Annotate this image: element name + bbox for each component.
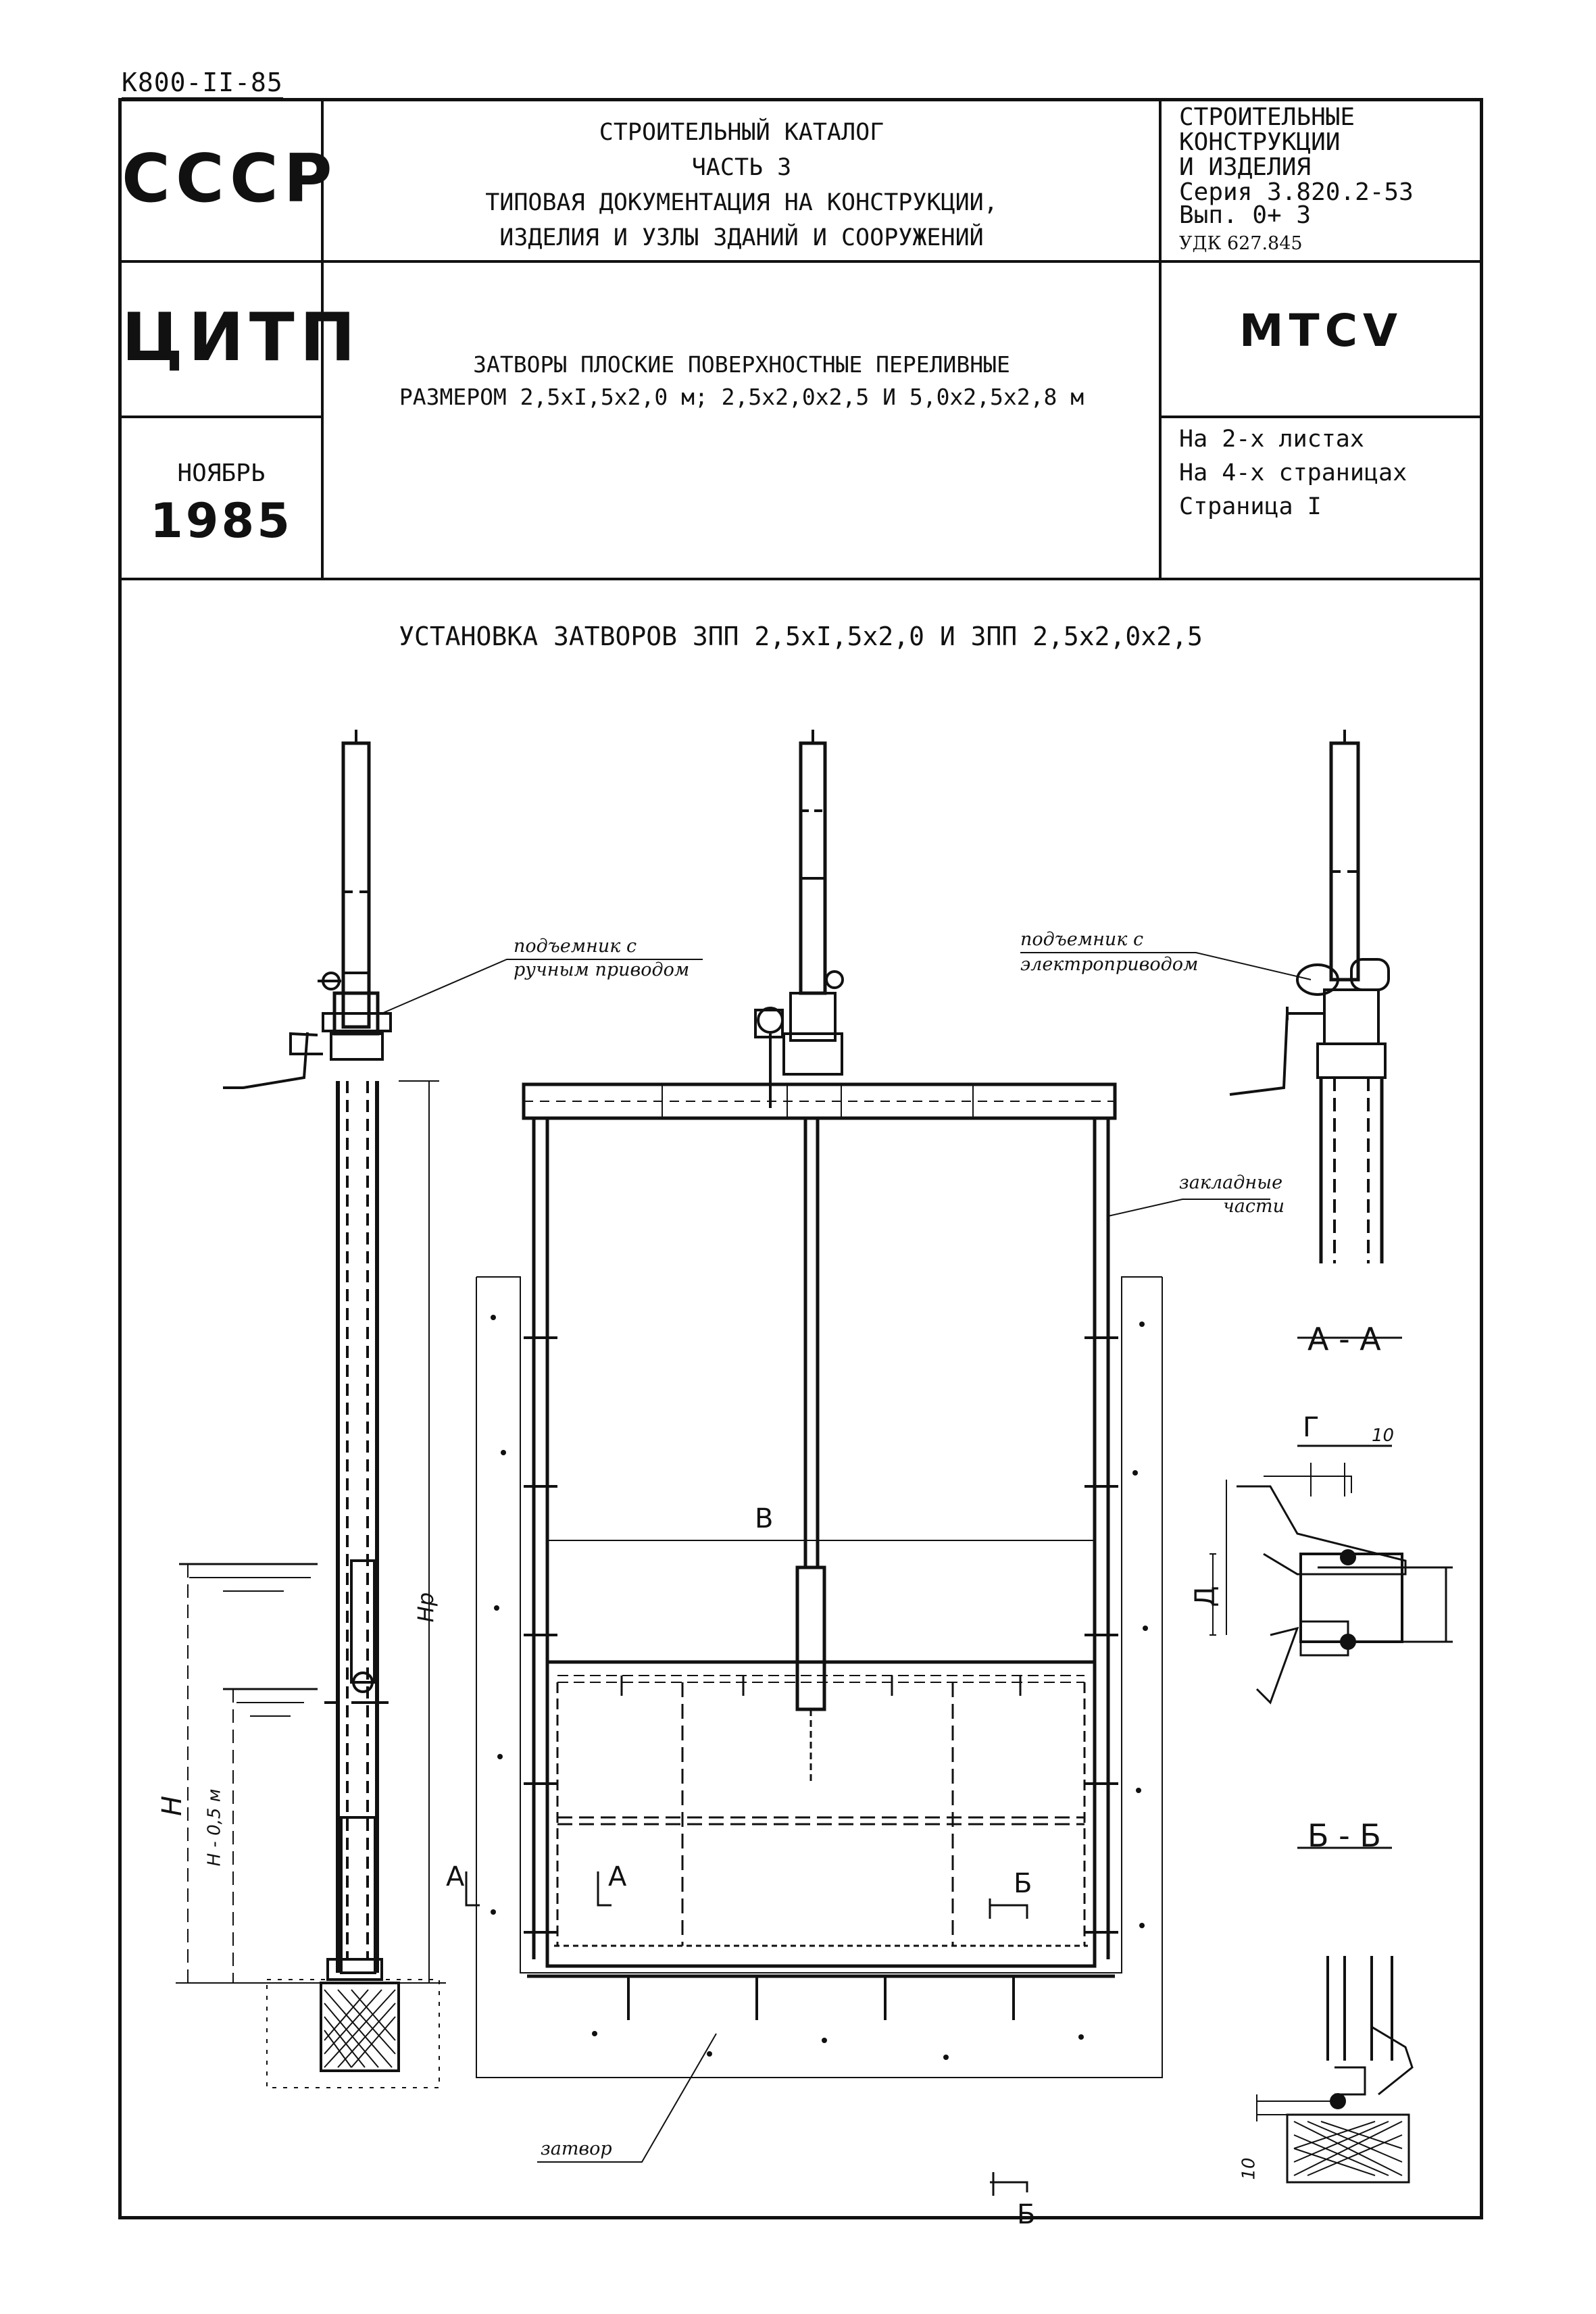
manual-lifter-label-2: ручным приводом [514, 959, 690, 980]
udk-label: УДК 627.845 [1179, 233, 1303, 254]
cut-b-upper: Б [1014, 1868, 1032, 1899]
sheets-label: На 2-х листах [1179, 426, 1364, 453]
cut-a-left: А [446, 1861, 465, 1892]
header-divider-2 [122, 416, 321, 418]
ussr-label: СССР [122, 141, 338, 218]
gate-label: затвор [541, 2138, 612, 2159]
pages-label: На 4-х страницах [1179, 459, 1407, 486]
height-h05-label: H - 0,5 м [204, 1788, 225, 1867]
month-label: НОЯБРЬ [177, 459, 266, 487]
cut-b-lower: Б [1017, 2199, 1036, 2230]
header-col-1 [321, 101, 324, 578]
catalog-block: СТРОИТЕЛЬНЫЙ КАТАЛОГ ЧАСТЬ 3 ТИПОВАЯ ДОК… [485, 119, 998, 251]
cut-a-right: А [608, 1861, 627, 1892]
front-view [465, 730, 1163, 2196]
dim-10-top: 10 [1372, 1426, 1395, 1446]
dim-d-label: Д [1189, 1586, 1221, 1607]
embedded-parts-label-1: закладные [1179, 1172, 1283, 1193]
header-divider-1 [122, 260, 1480, 263]
section-aa-title: А - А [1307, 1321, 1381, 1357]
height-hp-label: Hp [413, 1592, 439, 1623]
year-label: 1985 [150, 493, 293, 549]
title-line-1: ЗАТВОРЫ ПЛОСКИЕ ПОВЕРХНОСТНЫЕ ПЕРЕЛИВНЫЕ [473, 351, 1010, 378]
title-line-2: РАЗМЕРОМ 2,5xI,5x2,0 м; 2,5x2,0x2,5 И 5,… [399, 384, 1084, 410]
drawing-title: УСТАНОВКА ЗАТВОРОВ ЗПП 2,5xI,5x2,0 И ЗПП… [399, 622, 1203, 651]
manual-lifter-label-1: подъемник с [514, 936, 637, 957]
side-view-right [1229, 730, 1402, 1339]
section-bb-title: Б - Б [1307, 1817, 1381, 1854]
header-col-2 [1159, 101, 1162, 578]
electric-lifter-label-2: электроприводом [1020, 954, 1199, 975]
height-h-label: H [157, 1795, 189, 1817]
header-divider-3 [1159, 416, 1480, 418]
series-block: СТРОИТЕЛЬНЫЕ КОНСТРУКЦИИ И ИЗДЕЛИЯ Серия… [1179, 103, 1414, 206]
dim-g-label: Г [1303, 1412, 1320, 1443]
side-view-left [176, 730, 446, 2088]
citp-label: ЦИТП [122, 299, 361, 376]
section-aa [1210, 1444, 1453, 1705]
electric-lifter-label-1: подъемник с [1020, 929, 1144, 950]
header-bottom [122, 578, 1480, 580]
page-label: Страница I [1179, 493, 1322, 520]
width-b-label: B [755, 1503, 774, 1534]
dim-10-bottom: 10 [1239, 2157, 1260, 2180]
drawing-frame: СССР ЦИТП НОЯБРЬ 1985 СТРОИТЕЛЬНЫЙ КАТАЛ… [118, 98, 1483, 2219]
embedded-parts-label-2: части [1223, 1196, 1285, 1217]
issue-label: Вып. 0+ 3 [1179, 201, 1312, 229]
section-bb [1256, 1846, 1414, 2184]
code-label: МТСV [1239, 305, 1403, 357]
